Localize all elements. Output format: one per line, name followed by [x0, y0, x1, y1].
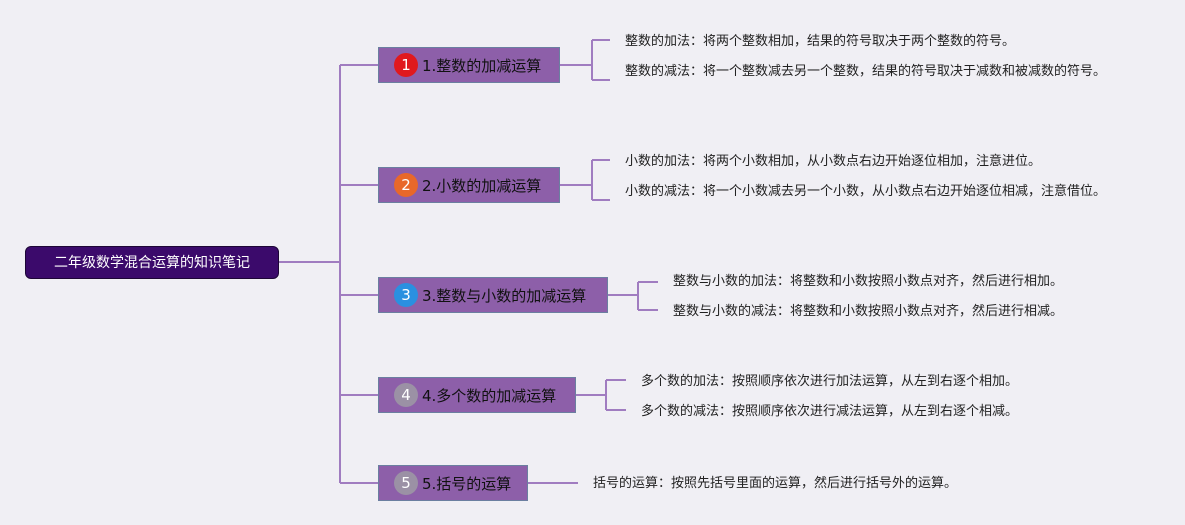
- leaf-note: 小数的减法：将一个小数减去另一个小数，从小数点右边开始逐位相减，注意借位。: [625, 184, 1107, 199]
- branch-label: 1.整数的加减运算: [422, 56, 542, 75]
- number-badge-icon: 2: [394, 173, 418, 197]
- root-node[interactable]: 二年级数学混合运算的知识笔记: [25, 246, 279, 279]
- branch-label: 5.括号的运算: [422, 474, 512, 493]
- leaf-note: 整数的加法：将两个整数相加，结果的符号取决于两个整数的符号。: [625, 34, 1016, 49]
- branch-node-1[interactable]: 1 1.整数的加减运算: [378, 47, 560, 83]
- leaf-note: 整数与小数的加法：将整数和小数按照小数点对齐，然后进行相加。: [673, 274, 1064, 289]
- branch-node-4[interactable]: 4 4.多个数的加减运算: [378, 377, 576, 413]
- number-badge-icon: 1: [394, 53, 418, 77]
- leaf-note: 多个数的加法：按照顺序依次进行加法运算，从左到右逐个相加。: [641, 374, 1019, 389]
- branch-label: 2.小数的加减运算: [422, 176, 542, 195]
- number-badge-icon: 3: [394, 283, 418, 307]
- number-badge-icon: 5: [394, 471, 418, 495]
- leaf-note: 整数的减法：将一个整数减去另一个整数，结果的符号取决于减数和被减数的符号。: [625, 64, 1107, 79]
- leaf-note: 括号的运算：按照先括号里面的运算，然后进行括号外的运算。: [593, 476, 958, 491]
- leaf-note: 多个数的减法：按照顺序依次进行减法运算，从左到右逐个相减。: [641, 404, 1019, 419]
- branch-label: 3.整数与小数的加减运算: [422, 286, 587, 305]
- branch-node-2[interactable]: 2 2.小数的加减运算: [378, 167, 560, 203]
- leaf-note: 整数与小数的减法：将整数和小数按照小数点对齐，然后进行相减。: [673, 304, 1064, 319]
- branch-label: 4.多个数的加减运算: [422, 386, 557, 405]
- leaf-note: 小数的加法：将两个小数相加，从小数点右边开始逐位相加，注意进位。: [625, 154, 1042, 169]
- branch-node-3[interactable]: 3 3.整数与小数的加减运算: [378, 277, 608, 313]
- branch-node-5[interactable]: 5 5.括号的运算: [378, 465, 528, 501]
- number-badge-icon: 4: [394, 383, 418, 407]
